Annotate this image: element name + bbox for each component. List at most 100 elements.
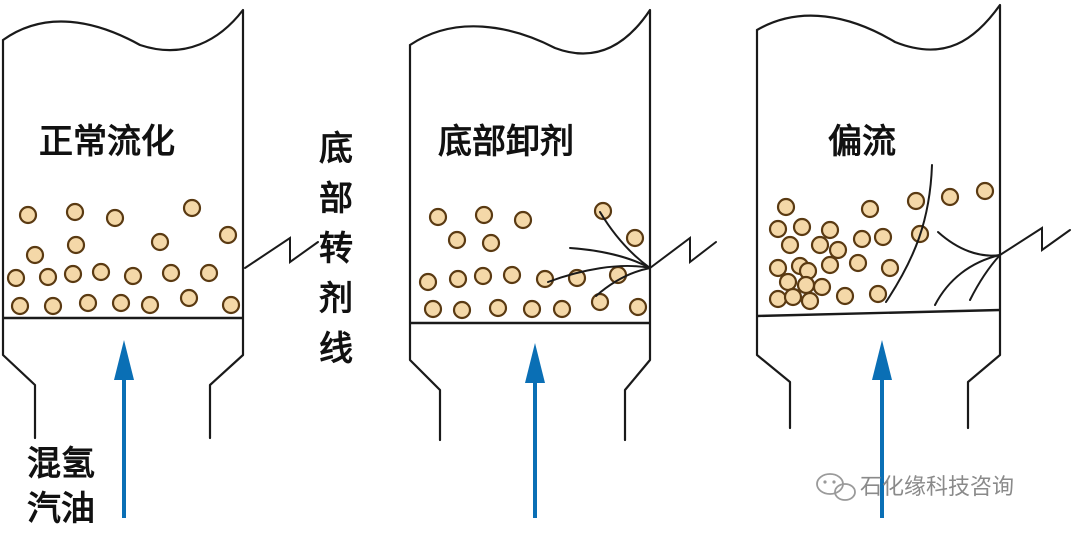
- catalyst-particle: [428, 207, 448, 227]
- catalyst-particle: [474, 205, 494, 225]
- catalyst-particle: [481, 233, 501, 253]
- catalyst-particle: [590, 292, 610, 312]
- side-label-char: 部: [319, 179, 353, 219]
- panel-title: 底部卸剂: [438, 122, 574, 162]
- catalyst-particle: [66, 235, 86, 255]
- catalyst-particle: [448, 269, 468, 289]
- flow-streamline: [934, 254, 1001, 306]
- panel-channeling: 偏流: [755, 3, 1071, 518]
- catalyst-particle: [63, 264, 83, 284]
- particles: [418, 201, 648, 320]
- catalyst-particle: [860, 199, 880, 219]
- flow-streamline: [595, 267, 651, 297]
- catalyst-particle: [783, 287, 803, 307]
- side-label-char: 转: [319, 229, 353, 269]
- catalyst-particle: [768, 258, 788, 278]
- catalyst-particle: [38, 267, 58, 287]
- catalyst-particle: [828, 240, 848, 260]
- catalyst-particle: [502, 265, 522, 285]
- transfer-line-break: [649, 236, 717, 269]
- catalyst-particle: [488, 298, 508, 318]
- watermark: 石化缘科技咨询: [816, 473, 1014, 501]
- catalyst-particle: [105, 208, 125, 228]
- catalyst-particle: [625, 228, 645, 248]
- catalyst-particle: [800, 291, 820, 311]
- flow-streamline: [547, 265, 651, 283]
- catalyst-particle: [199, 263, 219, 283]
- flow-streamline: [937, 231, 1001, 257]
- catalyst-particle: [810, 235, 830, 255]
- catalyst-particle: [768, 289, 788, 309]
- catalyst-particle: [150, 232, 170, 252]
- catalyst-particle: [792, 217, 812, 237]
- catalyst-particle: [552, 299, 572, 319]
- wechat-icon: [816, 473, 856, 501]
- feed-arrow-head: [872, 340, 892, 380]
- feed-arrow-head: [525, 343, 545, 383]
- catalyst-particle: [940, 187, 960, 207]
- catalyst-particle: [25, 245, 45, 265]
- catalyst-particle: [140, 295, 160, 315]
- catalyst-particle: [43, 296, 63, 316]
- catalyst-particle: [768, 219, 788, 239]
- catalyst-particle: [522, 299, 542, 319]
- catalyst-particle: [820, 255, 840, 275]
- side-label-char: 线: [319, 329, 353, 369]
- catalyst-particle: [111, 293, 131, 313]
- catalyst-particle: [820, 220, 840, 240]
- catalyst-particle: [513, 210, 533, 230]
- catalyst-particle: [78, 293, 98, 313]
- feed-arrow-head: [114, 340, 134, 380]
- flow-streamline: [969, 254, 1001, 301]
- catalyst-particle: [91, 262, 111, 282]
- flow-streamline: [569, 247, 651, 269]
- catalyst-particle: [796, 275, 816, 295]
- catalyst-particle: [535, 269, 555, 289]
- side-label-char: 底: [319, 129, 353, 169]
- transfer-line-break: [999, 226, 1071, 256]
- catalyst-particle: [776, 197, 796, 217]
- catalyst-particle: [873, 227, 893, 247]
- catalyst-particle: [18, 205, 38, 225]
- feed-label-line: 混氢: [27, 444, 95, 484]
- catalyst-particle: [975, 181, 995, 201]
- catalyst-particle: [778, 272, 798, 292]
- catalyst-particle: [179, 288, 199, 308]
- panel-normal: 正常流化: [1, 8, 319, 518]
- catalyst-particle: [221, 295, 241, 315]
- feed-label: 混氢 汽油: [27, 444, 95, 529]
- panel-bottom-withdrawal: 底部卸剂: [408, 8, 717, 518]
- catalyst-particle: [10, 296, 30, 316]
- distributor-grid: [756, 308, 1001, 318]
- catalyst-particle: [65, 202, 85, 222]
- catalyst-particle: [812, 277, 832, 297]
- particles: [6, 198, 241, 316]
- catalyst-particle: [418, 272, 438, 292]
- catalyst-particle: [161, 263, 181, 283]
- catalyst-particle: [182, 198, 202, 218]
- particles: [768, 181, 995, 311]
- catalyst-particle: [880, 258, 900, 278]
- vessel-outline: [1, 8, 245, 440]
- flow-streamline: [885, 164, 933, 303]
- catalyst-particle: [868, 284, 888, 304]
- watermark-text: 石化缘科技咨询: [860, 475, 1014, 500]
- catalyst-particle: [835, 286, 855, 306]
- vessel-outline: [408, 8, 652, 442]
- catalyst-particle: [123, 266, 143, 286]
- side-label: 底 部 转 剂 线: [319, 129, 353, 369]
- catalyst-particle: [452, 300, 472, 320]
- panel-title: 正常流化: [39, 122, 175, 162]
- catalyst-particle: [628, 297, 648, 317]
- catalyst-particle: [593, 201, 613, 221]
- catalyst-particle: [6, 268, 26, 288]
- catalyst-particle: [852, 229, 872, 249]
- transfer-line-break: [244, 236, 319, 269]
- side-label-char: 剂: [319, 279, 353, 319]
- catalyst-particle: [906, 191, 926, 211]
- panel-title: 偏流: [828, 122, 896, 162]
- catalyst-particle: [218, 225, 238, 245]
- catalyst-particle: [473, 266, 493, 286]
- vessel-outline: [755, 3, 1002, 430]
